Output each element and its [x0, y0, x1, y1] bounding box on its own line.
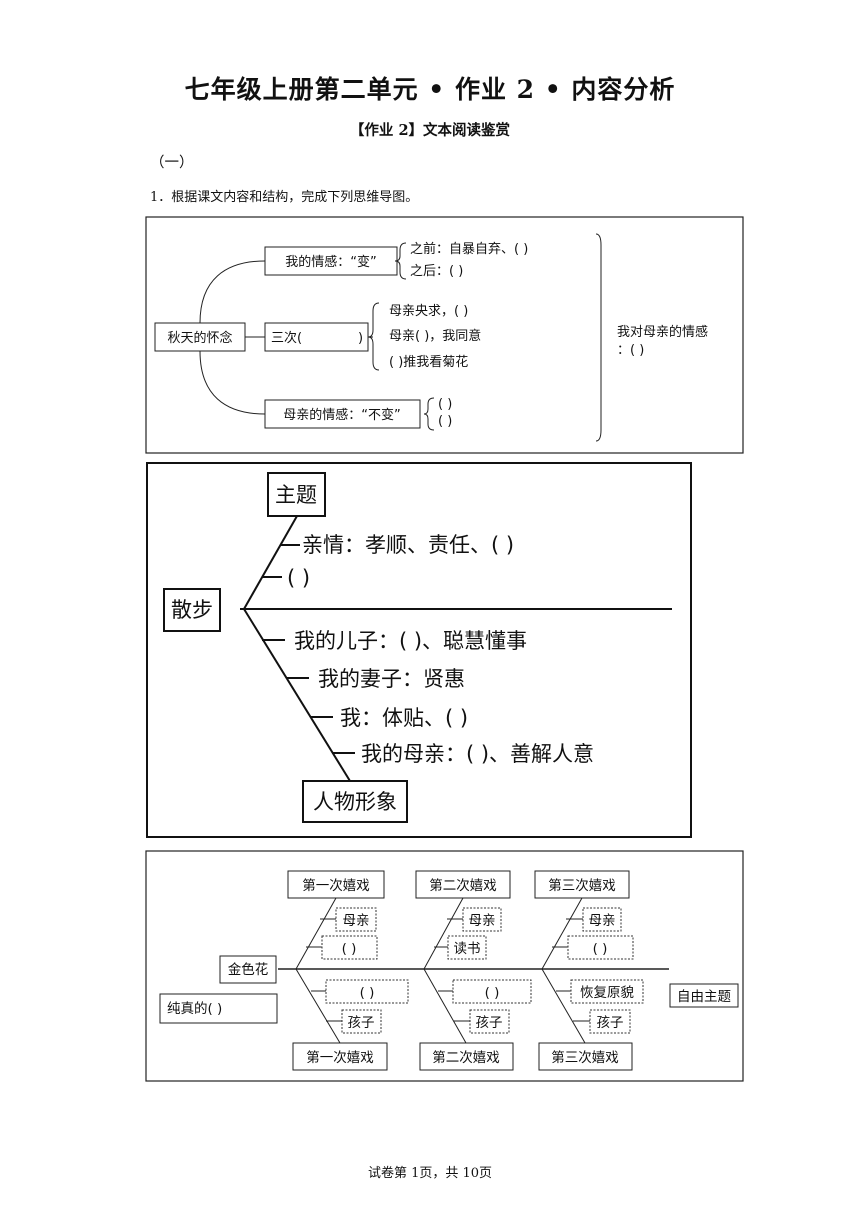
map1-b2-b: 母亲( )，我同意	[389, 328, 481, 344]
mindmap-a-walk: 散步 主题 亲情：孝顺、责任、( ) ( ) 我的儿子：( )、聪慧懂事 我的妻…	[146, 462, 692, 838]
map3-left-bottom: 纯真的( )	[167, 1001, 222, 1017]
map1-branch3: 母亲的情感：“不变”	[283, 407, 400, 423]
question-1: 1．根据课文内容和结构，完成下列思维导图。	[150, 190, 419, 205]
map2-frame	[146, 462, 692, 838]
map2-people: 人物形象	[313, 790, 397, 814]
map1-b1-b: 之后：( )	[410, 264, 463, 279]
map3-bottom3-box	[538, 1042, 633, 1071]
map3-bone-top1	[295, 897, 337, 970]
map2-center-box	[163, 588, 221, 632]
map3-t3-a: 母亲	[589, 913, 616, 929]
map3-bottom2: 第二次嬉戏	[432, 1049, 500, 1066]
map3-t2a-box	[462, 907, 502, 932]
map3-bottom1-box	[292, 1042, 388, 1071]
map3-left-box	[159, 993, 278, 1024]
page-title: 七年级上册第二单元 • 作业 2 • 内容分析	[184, 75, 676, 104]
map2-theme-1: 亲情：孝顺、责任、( )	[302, 533, 514, 557]
map1-branch3-box	[264, 399, 421, 429]
map1-b1-a: 之前：自暴自弃、( )	[410, 241, 528, 257]
section-number: （一）	[150, 155, 194, 171]
map2-p4: 我的母亲：( )、善解人意	[361, 742, 594, 766]
map1-branch2-label: 三次(	[271, 330, 302, 346]
map3-bottom3: 第三次嬉戏	[551, 1049, 619, 1066]
map3-bottom2-box	[419, 1042, 514, 1071]
map3-t2-a: 母亲	[469, 913, 496, 929]
map2-theme-box	[267, 472, 326, 517]
map3-root-box	[219, 955, 277, 984]
map3-bone-top3	[541, 897, 583, 970]
map1-branch1: 我的情感：“变”	[285, 254, 376, 270]
map3-t3a-box	[582, 907, 622, 932]
map3-right: 自由主题	[677, 989, 731, 1005]
map1-branch2-box	[264, 322, 369, 352]
map3-b1-b: 孩子	[348, 1015, 375, 1031]
map1-brace2	[367, 302, 380, 371]
map3-t1-b: ( )	[342, 941, 357, 957]
map3-right-box	[669, 983, 739, 1008]
map1-branch2-close: )	[358, 331, 363, 346]
map3-top2-box	[415, 870, 511, 899]
map3-bone-bottom2	[423, 968, 467, 1044]
map3-frame	[145, 850, 744, 1082]
map3-top1: 第一次嬉戏	[302, 877, 370, 894]
map2-theme: 主题	[275, 483, 317, 507]
map3-t2b-box	[447, 935, 487, 960]
map2-p1: 我的儿子：( )、聪慧懂事	[294, 629, 527, 653]
assignment-subtitle: 【作业 2】文本阅读鉴赏	[349, 122, 511, 139]
map3-t3b-box	[567, 935, 634, 960]
map3-b2a-box	[452, 979, 532, 1004]
map1-brace1	[394, 242, 407, 280]
map2-p3: 我：体贴、( )	[340, 706, 468, 730]
map3-top3-box	[534, 870, 630, 899]
map1-root: 秋天的怀念	[167, 330, 232, 346]
map3-bone-top2	[423, 897, 464, 970]
map1-b2-c: ( )推我看菊花	[389, 354, 468, 370]
map3-bottom1: 第一次嬉戏	[306, 1049, 374, 1066]
map3-t3-b: ( )	[593, 941, 608, 957]
map3-bone-bottom1	[295, 968, 341, 1044]
map3-bone-bottom3	[541, 968, 586, 1044]
map3-b3-a: 恢复原貌	[580, 984, 634, 1001]
map2-p2: 我的妻子：贤惠	[318, 667, 465, 691]
map3-t1-a: 母亲	[343, 913, 370, 929]
map1-connector-top	[199, 260, 266, 324]
map3-top2: 第二次嬉戏	[429, 877, 497, 894]
map2-theme-bone	[243, 515, 298, 610]
map3-root: 金色花	[228, 961, 269, 978]
map1-summary-1: 我对母亲的情感	[617, 324, 708, 340]
map3-t1b-box	[321, 935, 378, 960]
map3-b3a-box	[570, 979, 644, 1004]
map2-center: 散步	[171, 598, 213, 622]
mindmap-autumn-memory: 秋天的怀念 我的情感：“变” 之前：自暴自弃、( ) 之后：( ) 三次( ) …	[145, 216, 744, 454]
mindmap-golden-flower: 金色花 纯真的( ) 自由主题 第一次嬉戏 母亲 ( ) ( ) 孩子 第一次嬉…	[145, 850, 744, 1082]
map1-frame	[145, 216, 744, 454]
map3-b2-b: 孩子	[476, 1015, 503, 1031]
map1-connector-bottom	[199, 350, 266, 415]
map1-b3-b: ( )	[438, 414, 452, 429]
map3-t2-b: 读书	[454, 941, 481, 957]
map2-theme-2: ( )	[287, 566, 310, 590]
map3-b3-b: 孩子	[597, 1015, 624, 1031]
map3-b1b-box	[341, 1009, 382, 1034]
map1-big-brace	[595, 233, 602, 442]
map3-b1-a: ( )	[360, 985, 375, 1001]
map1-b3-a: ( )	[438, 397, 452, 412]
map3-top3: 第三次嬉戏	[548, 877, 616, 894]
map1-b2-a: 母亲央求，( )	[389, 304, 468, 319]
map1-summary-2: ：( )	[617, 343, 644, 358]
map3-b2b-box	[469, 1009, 510, 1034]
map3-b2-a: ( )	[485, 985, 500, 1001]
map1-brace3	[423, 397, 435, 431]
page-footer: 试卷第 1页，共 10页	[367, 1166, 493, 1181]
map2-people-box	[302, 780, 408, 823]
